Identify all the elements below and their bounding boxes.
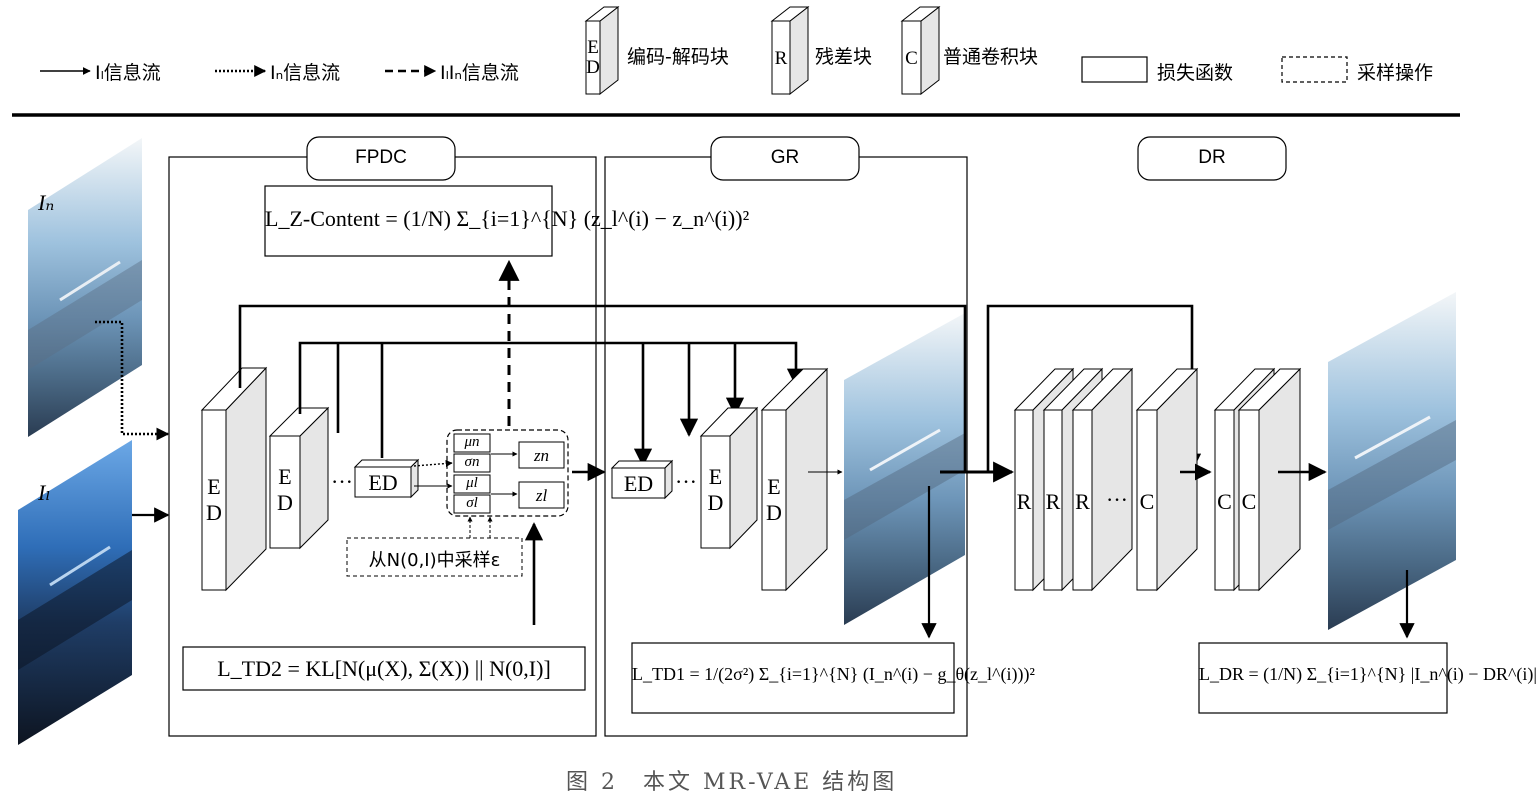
image-dr-output — [1328, 292, 1456, 630]
legend-r-name: 残差块 — [815, 46, 873, 68]
legend-ed-letters: E D — [586, 37, 600, 78]
mu-l-label: μl — [466, 475, 478, 491]
legend-loss-name: 损失函数 — [1157, 62, 1234, 84]
loss-td2-box — [182, 646, 586, 691]
dr-dots: ··· — [1106, 487, 1128, 512]
sigma-l-label: σl — [466, 495, 478, 511]
gr-ed2-label: E D — [766, 474, 782, 525]
dr-r1-label: R — [1016, 489, 1032, 514]
skip-connections — [238, 304, 967, 471]
loss-dr-box — [1198, 642, 1448, 714]
fpdc-ed-block-2 — [268, 406, 330, 550]
dr-r3-label: R — [1075, 489, 1090, 514]
fpdc-title: FPDC — [355, 147, 407, 168]
zl-label: zl — [535, 486, 548, 505]
fpdc-ed2-label: E D — [277, 464, 293, 515]
mu-n-box — [453, 433, 491, 453]
image-il-label: Iₗ — [38, 480, 51, 505]
fpdc-ed-flat — [353, 458, 420, 499]
legend-r-block — [770, 5, 810, 96]
legend-r-letter: R — [774, 48, 788, 69]
sigma-n-box — [453, 453, 491, 473]
gr-title: GR — [770, 147, 800, 168]
image-il-lowlight — [18, 440, 132, 745]
gr-dots: ··· — [675, 469, 697, 494]
legend-loss-box — [1081, 56, 1148, 83]
fpdc-dots: ··· — [331, 469, 353, 494]
legend-both-label: IₗIₙ信息流 — [440, 62, 519, 84]
legend-ed-name: 编码-解码块 — [627, 46, 729, 68]
gr-ed-block-2 — [760, 367, 829, 592]
dr-title: DR — [1198, 147, 1226, 168]
legend-il-label: Iₗ信息流 — [95, 62, 161, 84]
legend-in-label: Iₙ信息流 — [270, 62, 341, 84]
image-gr-output — [844, 313, 965, 625]
architecture-diagram — [12, 5, 1460, 745]
fpdc-ed-block-1 — [200, 366, 268, 592]
legend-c-letter: C — [905, 48, 918, 69]
dr-c3-label: C — [1241, 489, 1257, 514]
legend-sample-box — [1281, 56, 1348, 83]
sigma-n-label: σn — [464, 454, 480, 470]
sampling-box — [346, 537, 523, 577]
latent-group — [446, 429, 569, 517]
loss-td1-formula: L_TD1 = 1/(2σ²) Σ_{i=1}^{N} (I_n^(i) − g… — [632, 664, 1035, 684]
zl-box — [518, 481, 565, 509]
legend-c-block — [900, 5, 941, 96]
in-flow-arrow — [95, 320, 170, 441]
gr-ed1-label: E D — [707, 464, 724, 515]
dr-c1-label: C — [1139, 489, 1155, 514]
dr-r-block-3 — [1071, 367, 1134, 592]
gr-ed-flat-label: ED — [623, 471, 654, 496]
figure-caption: 图 2 本文 MR-VAE 结构图 — [566, 770, 898, 795]
dr-c-block-1 — [1135, 367, 1199, 592]
mu-n-label: μn — [464, 434, 480, 450]
fpdc-ed-flat-label: ED — [368, 470, 398, 495]
dr-title-box — [1137, 136, 1287, 181]
dr-c-block-3 — [1237, 367, 1302, 592]
sampling-label: 从N(0,I)中采样ε — [368, 550, 501, 571]
gr-ed-block-1 — [699, 406, 759, 550]
loss-zcontent-box — [264, 185, 553, 257]
gr-ed-flat — [610, 459, 674, 500]
legend-ed-block — [584, 5, 620, 96]
sigma-l-box — [453, 494, 491, 514]
legend-c-name: 普通卷积块 — [943, 46, 1039, 68]
mu-l-box — [453, 474, 491, 494]
gr-title-box — [710, 136, 860, 181]
loss-td2-formula: L_TD2 = KL[N(μ(X), Σ(X)) || N(0,I)] — [217, 656, 551, 681]
zn-label: zn — [533, 446, 550, 465]
dr-c2-label: C — [1217, 489, 1232, 514]
loss-dr-formula: L_DR = (1/N) Σ_{i=1}^{N} |I_n^(i) − DR^(… — [1199, 664, 1537, 684]
zn-box — [518, 441, 565, 469]
legend-sample-name: 采样操作 — [1357, 62, 1434, 84]
image-in-label: Iₙ — [38, 190, 55, 215]
fpdc-ed1-label: E D — [206, 474, 222, 525]
fpdc-title-box — [306, 136, 456, 181]
legend — [40, 5, 1348, 96]
dr-r2-label: R — [1045, 489, 1061, 514]
image-in-normal — [28, 138, 142, 437]
loss-zcontent-formula: L_Z-Content = (1/N) Σ_{i=1}^{N} (z_l^(i)… — [265, 206, 750, 231]
loss-td1-box — [631, 642, 955, 714]
